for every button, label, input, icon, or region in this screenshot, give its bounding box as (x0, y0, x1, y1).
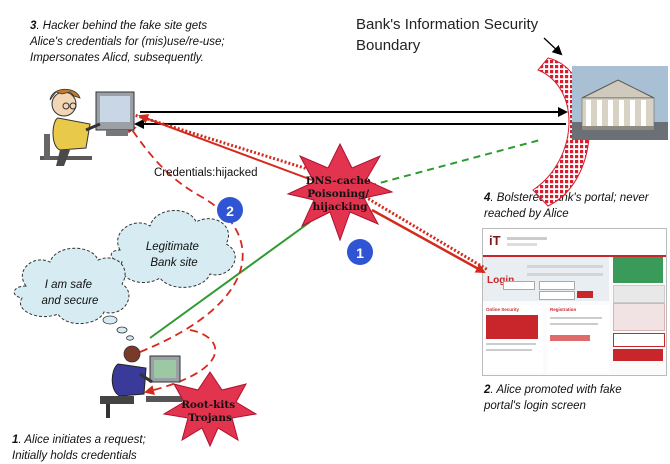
step3-caption: 3. Hacker behind the fake site gets Alic… (30, 18, 225, 66)
dns-line3: hijacking (313, 201, 369, 213)
boundary-pointer-arrow (543, 37, 563, 56)
step4-line1: . Bolstered bank's portal; never (490, 192, 649, 204)
portal-logo: iT (489, 233, 501, 248)
step1-line1: . Alice initiates a request; (18, 434, 146, 446)
badge-1-text: 1 (356, 245, 364, 261)
svg-text:I am safe and secure: I am safe and secure (42, 279, 99, 307)
step3-line2: Alice's credentials for (mis)use/re-use; (30, 36, 225, 48)
trojan-flow-curve (144, 329, 217, 395)
dns-to-fake-portal-arrow (371, 208, 486, 274)
rootkits-line2: Trojans (188, 412, 232, 424)
portal-section2: Registration (550, 307, 577, 312)
rootkits-label: Root-kits Trojans (181, 399, 239, 424)
thought-bubble-dot (116, 326, 128, 334)
step-badge-1 (347, 239, 373, 265)
thought-bubble-dot (126, 335, 134, 341)
step3-number: 3 (30, 20, 37, 32)
portal-id-field[interactable] (539, 281, 575, 290)
rootkits-star (162, 371, 258, 448)
thought-bubble-dot (102, 315, 118, 325)
portal-password-field[interactable] (539, 291, 575, 300)
cloud-safe-line1: I am safe (45, 279, 92, 291)
step4-caption: 4. Bolstered bank's portal; never reache… (484, 190, 649, 222)
rootkits-line1: Root-kits (181, 399, 235, 411)
portal-section1: Online Security (486, 307, 520, 312)
step2-line1: . Alice promoted with fake (490, 384, 622, 396)
dns-poisoning-star (286, 142, 394, 242)
dns-line1: DNS-cache (306, 175, 371, 187)
cloud-safe-secure: I am safe and secure (13, 247, 130, 324)
dns-line2: Poisoning/ (307, 188, 369, 200)
step4-number: 4 (484, 192, 491, 204)
portal-user-field[interactable] (503, 281, 535, 290)
cloud-legit-line2: Bank site (150, 257, 197, 269)
fake-portal-screenshot: iT Login Online Security Registration (482, 228, 667, 376)
portal-promo-green (613, 257, 663, 283)
cloud-legitimate-bank: Legitimate Bank site (110, 209, 236, 288)
portal-submit-button[interactable] (577, 291, 593, 298)
bank-building-image (572, 66, 668, 140)
step3-line3: Impersonates Alicd, subsequently. (30, 52, 204, 64)
step2-number: 2 (484, 384, 491, 396)
step1-number: 1 (12, 434, 19, 446)
hacker-figure (40, 88, 135, 166)
portal-header: iT (483, 229, 666, 257)
green-dashed-link (345, 139, 541, 193)
step3-line1: . Hacker behind the fake site gets (36, 20, 208, 32)
portal-login-label: Login (487, 275, 515, 286)
boundary-line2: Boundary (356, 37, 421, 54)
svg-text:Legitimate Bank site: Legitimate Bank site (146, 241, 202, 269)
boundary-title: Bank's Information Security Boundary (356, 14, 538, 56)
step-badge-2 (217, 197, 243, 223)
cloud-safe-line2: and secure (42, 295, 99, 307)
credentials-hijacked-label: Credentials:hijacked (154, 167, 258, 179)
step1-caption: 1. Alice initiates a request; Initially … (12, 432, 146, 464)
credentials-to-hacker-arrow (138, 114, 313, 181)
cloud-legit-line1: Legitimate (146, 241, 199, 253)
step1-line2: Initially holds credentials (12, 450, 137, 462)
step2-caption: 2. Alice promoted with fake portal's log… (484, 382, 622, 414)
step2-line2: portal's login screen (484, 400, 586, 412)
boundary-line1: Bank's Information Security (356, 16, 539, 33)
dns-label: DNS-cache Poisoning/ hijacking (306, 175, 375, 213)
green-request-line (149, 221, 311, 339)
alice-figure (100, 345, 182, 418)
step4-line2: reached by Alice (484, 208, 569, 220)
badge-2-text: 2 (226, 203, 234, 219)
